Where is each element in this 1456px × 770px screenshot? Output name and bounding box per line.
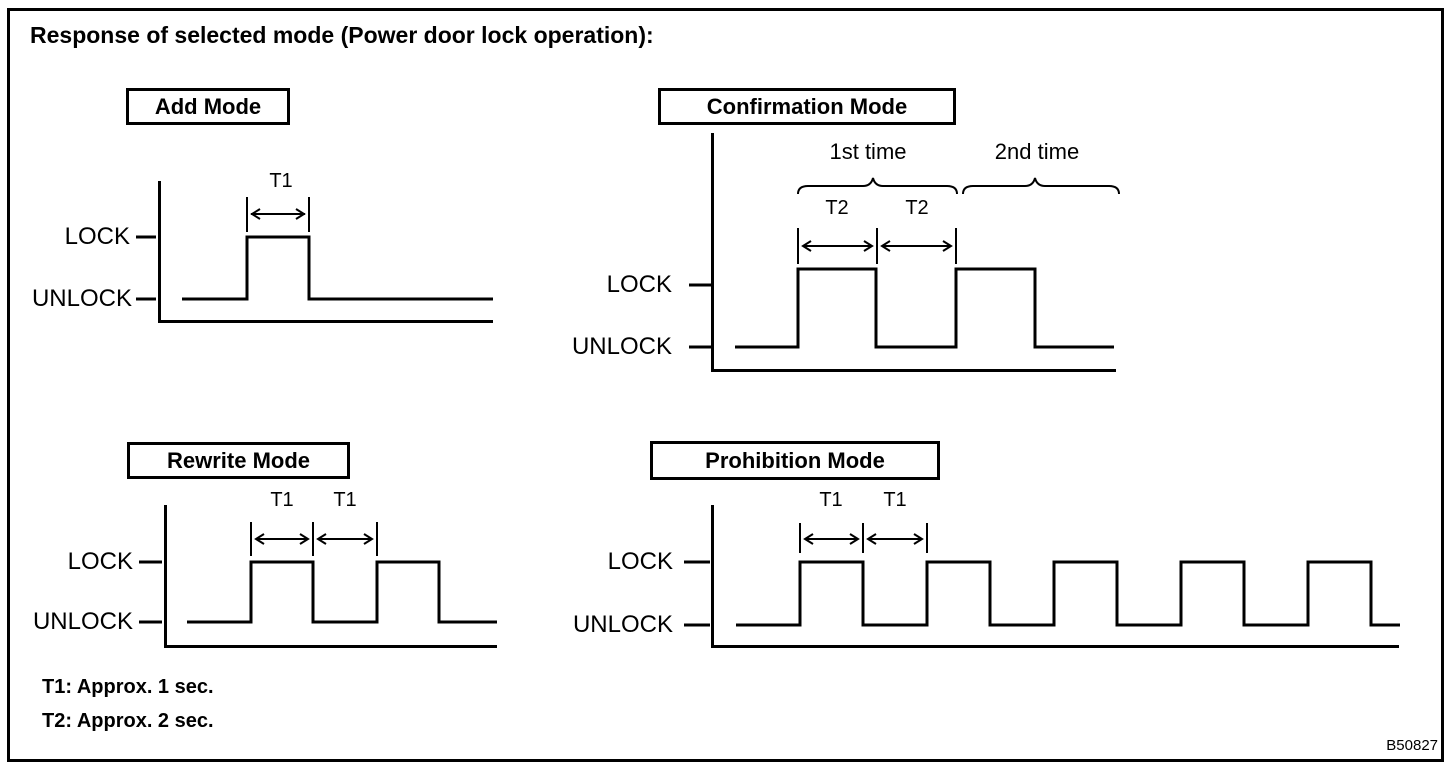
arrowhead-right <box>299 533 310 545</box>
arrowhead-left <box>803 533 814 545</box>
confirmation-first-time-label: 1st time <box>829 139 907 164</box>
timing-notes: T1: Approx. 1 sec. T2: Approx. 2 sec. <box>42 670 214 738</box>
arrowhead-left <box>250 208 261 220</box>
add-mode-diagram <box>136 181 493 323</box>
confirmation-mode-diagram <box>689 133 1120 372</box>
confirmation-mode-title-box: Confirmation Mode <box>658 88 956 125</box>
rewrite-unlock-label: UNLOCK <box>32 608 133 635</box>
rewrite-lock-label: LOCK <box>67 548 133 575</box>
prohibition-mode-title-box: Prohibition Mode <box>650 441 940 480</box>
figure-code: B50827 <box>1386 737 1438 754</box>
arrowhead-right <box>942 240 953 252</box>
arrowhead-left <box>254 533 265 545</box>
arrowhead-left <box>880 240 891 252</box>
rewrite-mode-diagram <box>139 505 497 648</box>
lock-waveform <box>187 560 497 624</box>
lock-waveform <box>182 235 493 301</box>
confirmation-unlock-label: UNLOCK <box>571 333 672 360</box>
arrowhead-right <box>913 533 924 545</box>
rewrite-t1-label-1: T1 <box>270 489 294 511</box>
arrowhead-left <box>866 533 877 545</box>
prohibition-t1-label-2: T1 <box>883 489 907 511</box>
confirmation-t2-label-1: T2 <box>825 197 849 219</box>
arrowhead-right <box>849 533 860 545</box>
arrowhead-right <box>363 533 374 545</box>
prohibition-lock-label: LOCK <box>607 548 673 575</box>
prohibition-mode-diagram <box>684 505 1400 648</box>
figure-border <box>7 8 1444 762</box>
rewrite-mode-title-box: Rewrite Mode <box>127 442 350 479</box>
arrowhead-right <box>295 208 306 220</box>
arrowhead-left <box>801 240 812 252</box>
confirmation-lock-label: LOCK <box>606 271 672 298</box>
lock-waveform <box>736 560 1400 627</box>
rewrite-t1-label-2: T1 <box>333 489 357 511</box>
arrowhead-right <box>863 240 874 252</box>
t1-extent-ticks <box>250 522 378 556</box>
first-time-brace <box>797 177 958 195</box>
t1-extent-ticks <box>246 197 310 232</box>
arrowhead-left <box>316 533 327 545</box>
second-time-brace <box>962 177 1120 195</box>
prohibition-t1-label-1: T1 <box>819 489 843 511</box>
t1-extent-ticks <box>799 523 928 553</box>
prohibition-unlock-label: UNLOCK <box>572 611 673 638</box>
lock-waveform <box>735 267 1114 349</box>
figure-title: Response of selected mode (Power door lo… <box>30 22 654 48</box>
t2-extent-ticks <box>797 228 957 264</box>
signal-axis <box>158 181 493 323</box>
add-unlock-label: UNLOCK <box>31 285 132 312</box>
confirmation-second-time-label: 2nd time <box>994 139 1080 164</box>
confirmation-t2-label-2: T2 <box>905 197 929 219</box>
signal-axis <box>164 505 497 648</box>
t1-note: T1: Approx. 1 sec. <box>42 676 214 698</box>
signal-axis <box>711 133 1116 372</box>
t2-note: T2: Approx. 2 sec. <box>42 710 214 732</box>
add-lock-label: LOCK <box>64 223 130 250</box>
add-t1-label: T1 <box>269 170 293 192</box>
signal-axis <box>711 505 1399 648</box>
add-mode-title-box: Add Mode <box>126 88 290 125</box>
